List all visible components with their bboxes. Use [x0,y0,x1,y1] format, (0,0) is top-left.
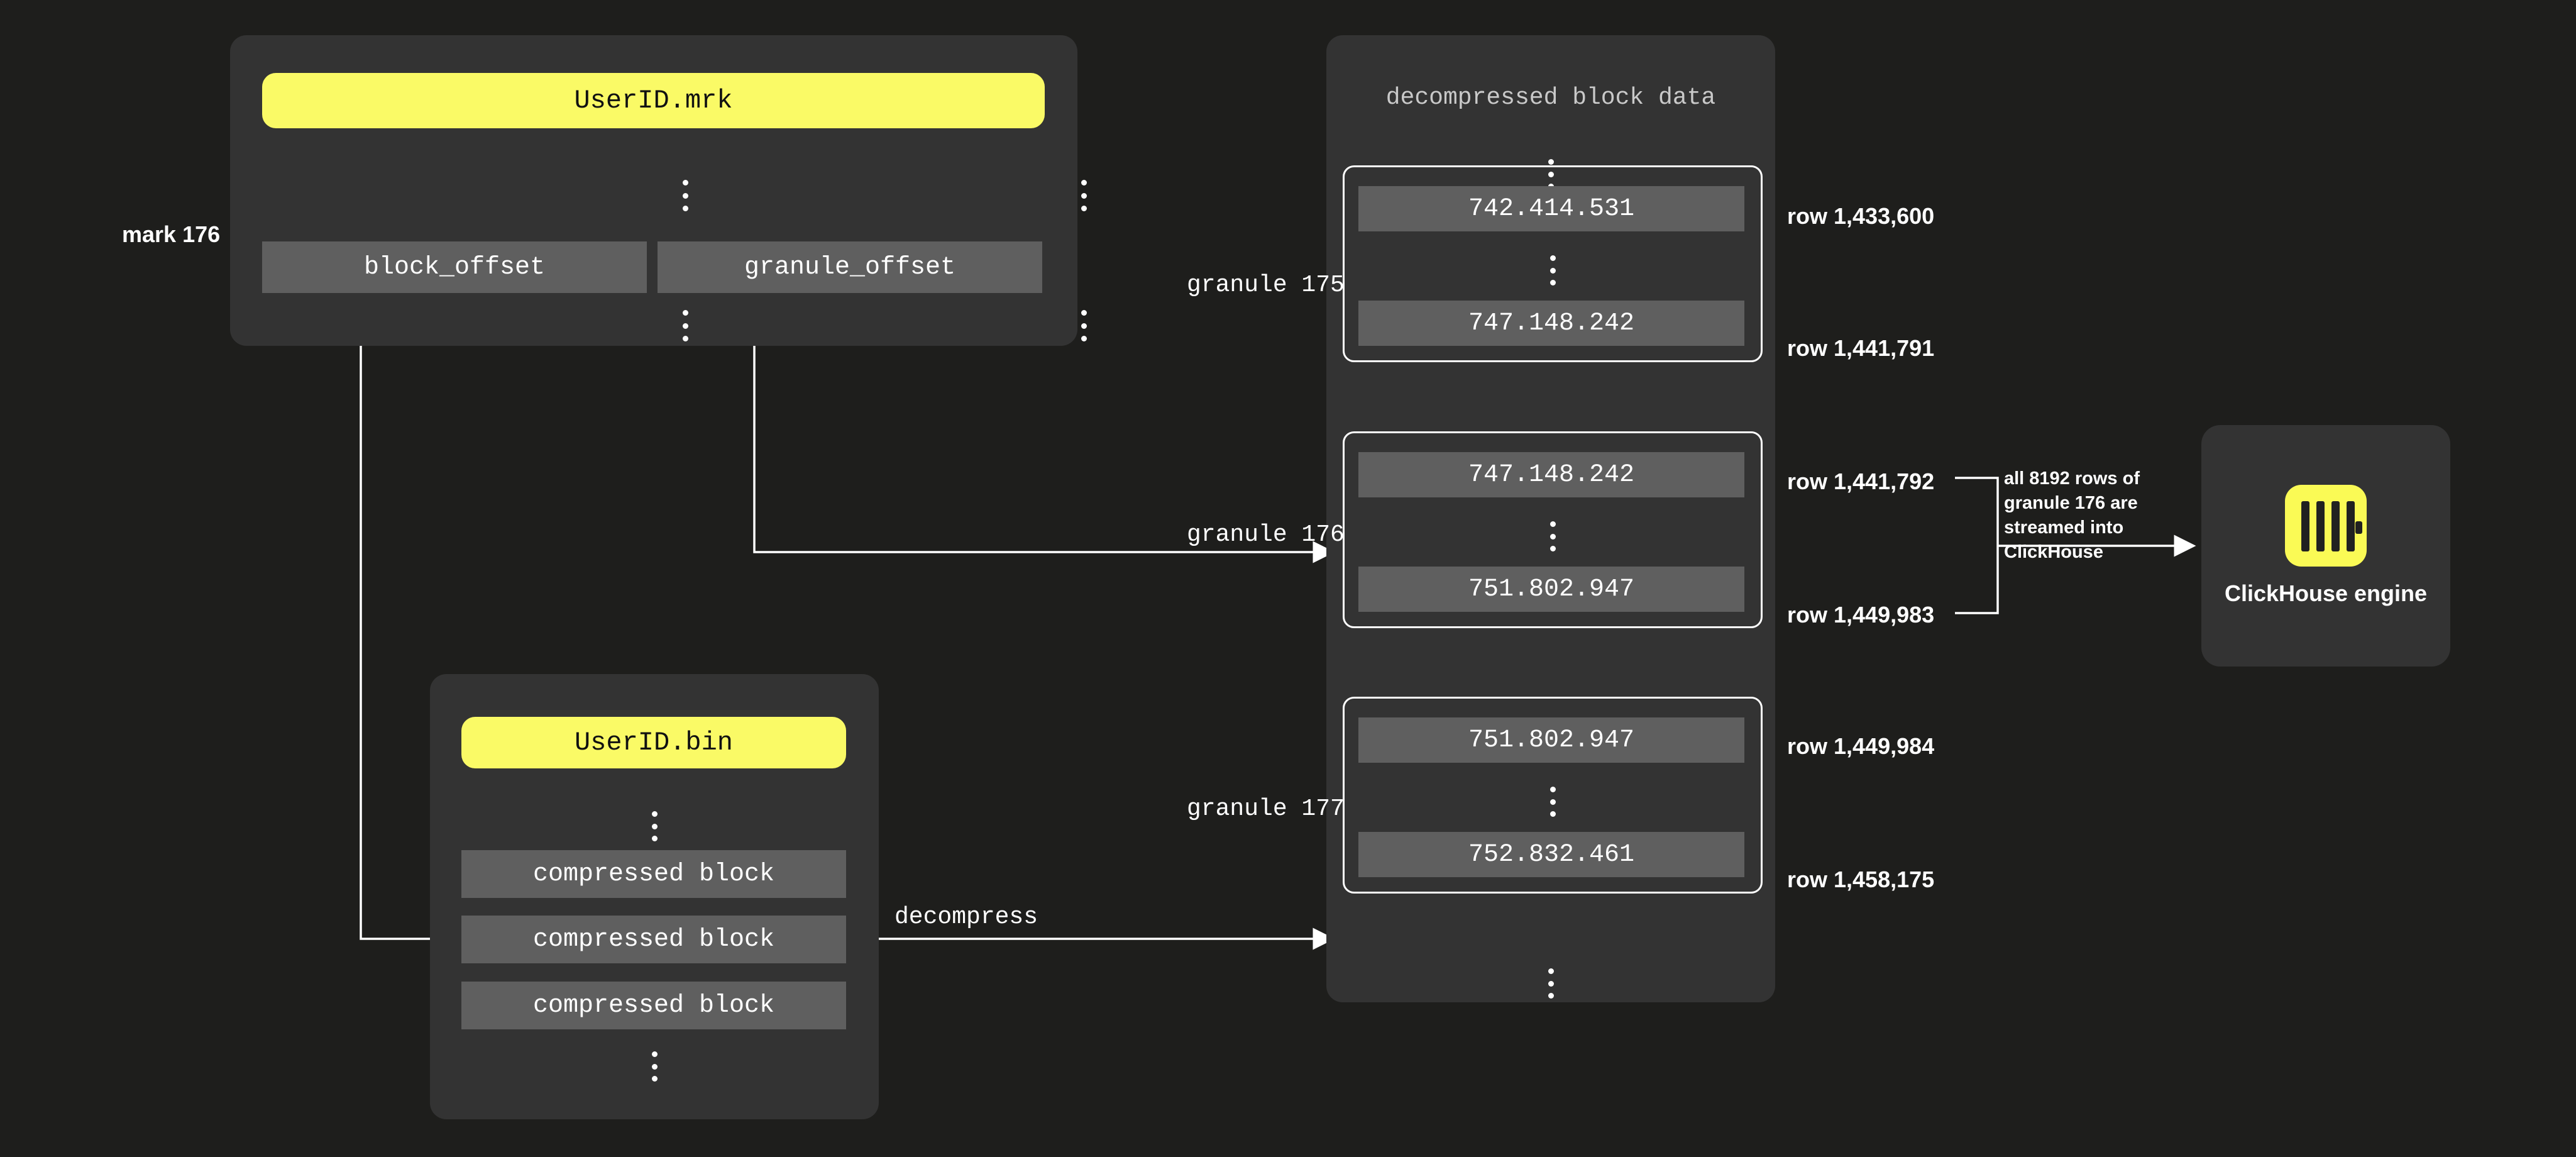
row-label-granule-177-first: row 1,449,984 [1787,733,1935,759]
row-label-granule-175-last: row 1,441,791 [1787,335,1935,361]
granule-177-last-value[interactable]: 752.832.461 [1358,832,1744,877]
mrk-granule-offset-dots-bottom [1079,310,1088,341]
granule-176-last-value[interactable]: 751.802.947 [1358,567,1744,612]
granule-box-175: 742.414.531 747.148.242 [1343,165,1763,362]
compressed-block-3[interactable]: compressed block [461,982,846,1029]
mrk-block-offset-dots-top [681,180,690,211]
granule-175-last-value[interactable]: 747.148.242 [1358,301,1744,346]
compressed-block-1[interactable]: compressed block [461,850,846,898]
column-granule-offset[interactable]: granule_offset [658,241,1042,293]
granule-175-dots [1548,255,1557,285]
decompress-label: decompress [894,904,1038,931]
granule-176-first-value[interactable]: 747.148.242 [1358,452,1744,497]
stream-annotation: all 8192 rows of granule 176 are streame… [2004,468,2140,563]
userid-bin-title: UserID.bin [461,717,846,768]
column-block-offset[interactable]: block_offset [262,241,647,293]
granule-177-dots [1548,787,1557,817]
decompressed-dots-bottom [1546,968,1555,999]
granule-box-176: 747.148.242 751.802.947 [1343,431,1763,628]
decompressed-block-data-panel: decompressed block data 742.414.531 747.… [1326,35,1775,1002]
clickhouse-logo-icon [2285,485,2367,567]
row-label-granule-175-first: row 1,433,600 [1787,203,1935,229]
decompressed-panel-title: decompressed block data [1385,84,1716,111]
granule-175-first-value[interactable]: 742.414.531 [1358,186,1744,231]
clickhouse-engine-label: ClickHouse engine [2224,580,2428,606]
row-label-granule-176-last: row 1,449,983 [1787,602,1935,628]
granule-177-label: granule 177 [1187,795,1345,822]
row-label-granule-176-first: row 1,441,792 [1787,468,1935,494]
granule-box-177: 751.802.947 752.832.461 [1343,697,1763,894]
mark-label: mark 176 [122,221,221,247]
bracket-granule-176-rows [1955,477,1999,614]
granule-176-dots [1548,521,1557,551]
granule-177-first-value[interactable]: 751.802.947 [1358,717,1744,763]
row-label-granule-177-last: row 1,458,175 [1787,866,1935,892]
userid-mrk-panel: UserID.mrk block_offset granule_offset [230,35,1087,346]
userid-bin-panel: UserID.bin compressed block compressed b… [430,674,879,1119]
userid-mrk-title: UserID.mrk [262,73,1045,128]
bin-dots-bottom [650,1051,659,1082]
mrk-block-offset-dots-bottom [681,310,690,341]
mrk-granule-offset-dots-top [1079,180,1088,211]
clickhouse-engine-card[interactable]: ClickHouse engine [2201,425,2450,667]
compressed-block-2[interactable]: compressed block [461,916,846,963]
granule-176-label: granule 176 [1187,521,1345,548]
bin-dots-top [650,811,659,841]
granule-175-label: granule 175 [1187,272,1345,299]
